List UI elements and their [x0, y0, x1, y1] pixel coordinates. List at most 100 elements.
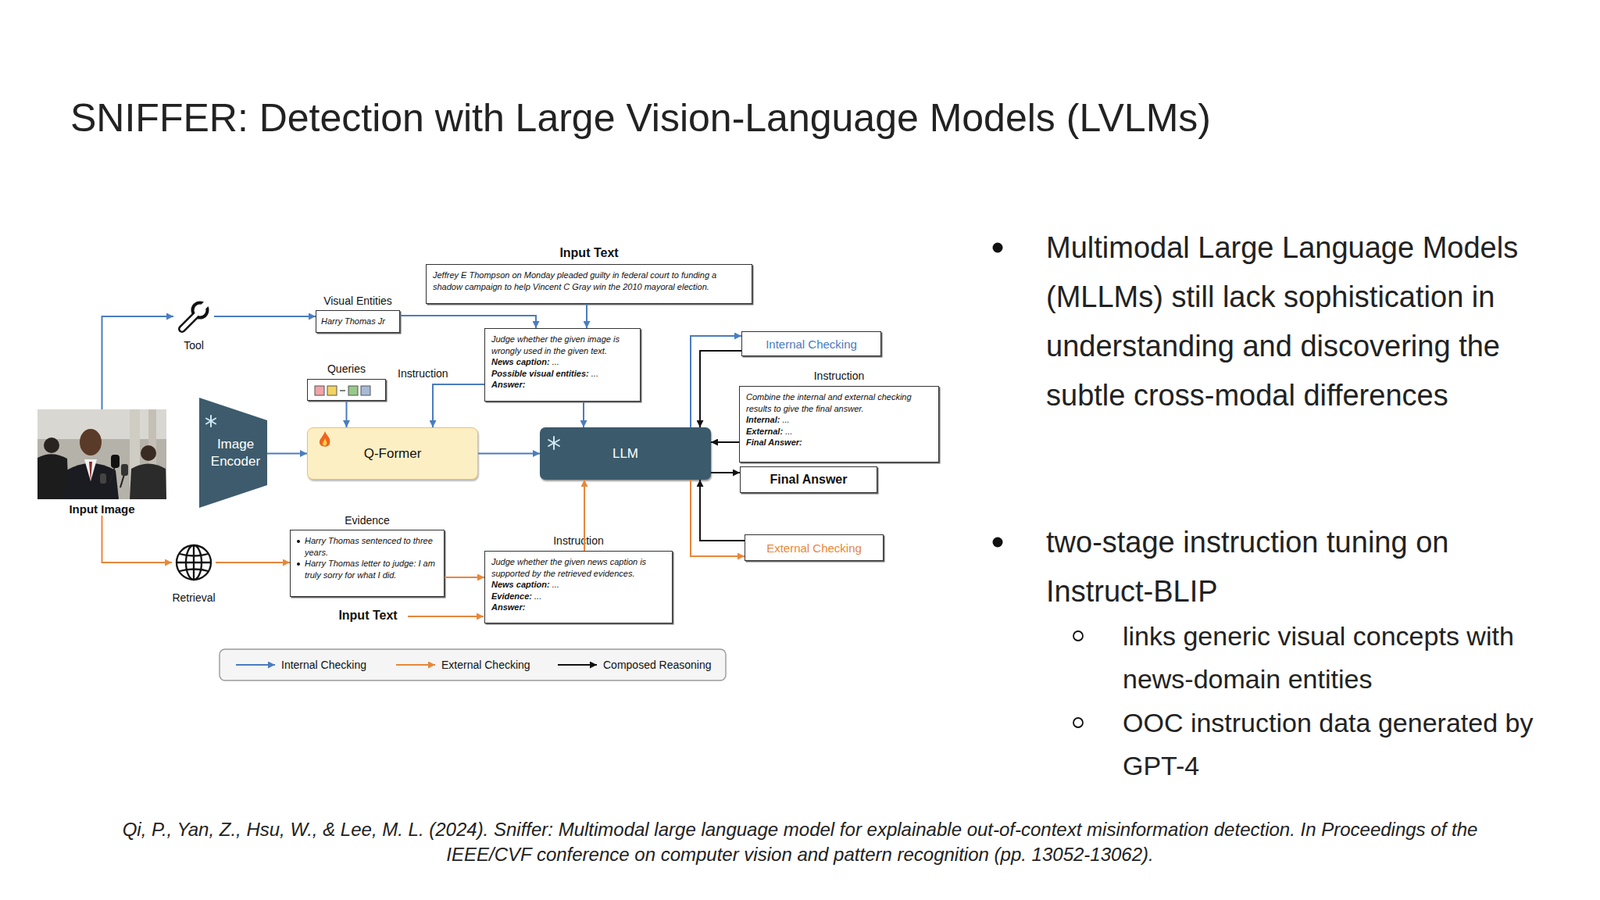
instruction-field: External: ... [739, 425, 939, 438]
flow-arrow [585, 303, 588, 329]
flow-arrow [583, 479, 586, 551]
flow-arrow [102, 515, 173, 563]
box-label: Image Encoder [203, 435, 265, 471]
field-name: Possible visual entities: [491, 368, 590, 379]
legend-sample-line [235, 664, 275, 666]
flow-arrow [215, 561, 290, 564]
flow-arrow [710, 471, 740, 474]
instruction-field: Possible visual entities: ... [485, 367, 640, 380]
instruction-field: News caption: ... [485, 578, 672, 591]
instruction-text: Judge whether the given image is wrongly… [485, 328, 640, 357]
box-heading: Instruction [438, 534, 719, 547]
legend-sample-line [396, 664, 436, 666]
input-image: Input Image [37, 409, 167, 516]
flow-arrow [432, 384, 485, 428]
box-label: Q-Former [364, 446, 422, 462]
entity-text: Harry Thomas Jr [316, 310, 400, 333]
node-label: Tool [150, 339, 238, 352]
bullet-dot [992, 537, 1004, 548]
flow-arrow [267, 453, 308, 455]
flow-arrow [214, 315, 316, 318]
retrieval-node: Retrieval [171, 540, 216, 606]
instruction-text: Combine the internal and external checki… [739, 386, 939, 415]
caption-text: Jeffrey E Thompson on Monday pleaded gui… [426, 264, 752, 297]
input-label: Input Text [328, 608, 408, 623]
flow-arrow [102, 316, 175, 410]
sub-bullet-circle [1073, 631, 1083, 641]
output-box: Final Answer [739, 466, 878, 493]
box-heading: Visual Entities [269, 294, 447, 308]
entity-box: Visual EntitiesHarry Thomas Jr [315, 310, 400, 333]
image-label: Input Image [21, 502, 183, 516]
instruction-field: Internal: ... [739, 414, 939, 426]
encoder-trapezoid: Image Encoder [199, 397, 268, 508]
sub-bullet-text: links generic visual concepts with news-… [1122, 614, 1561, 701]
instruction-box: InstructionJudge whether the given image… [484, 328, 641, 402]
query-box: Queries [307, 378, 386, 401]
box-heading: Input Text [379, 246, 799, 261]
field-name: Final Answer: [746, 437, 803, 447]
field-name: External: [746, 426, 783, 436]
box-label: Internal Checking [765, 337, 858, 351]
legend-text: Internal Checking [281, 658, 367, 672]
bullet-dot [992, 242, 1004, 254]
evidence-item: Harry Thomas sentenced to three years. [290, 530, 444, 558]
box-heading: Evidence [243, 514, 491, 527]
bullet-dot [296, 562, 300, 566]
field-name: Internal: [746, 414, 780, 425]
box-heading: Instruction [692, 369, 986, 383]
instruction-field: Answer: [485, 601, 672, 614]
instruction-field: Answer: [485, 378, 640, 391]
input-arrow [407, 615, 484, 618]
flow-arrow [346, 400, 348, 428]
field-name: Answer: [491, 379, 525, 390]
evidence-box: EvidenceHarry Thomas sentenced to three … [289, 529, 445, 597]
field-name: News caption: [491, 579, 550, 590]
flow-arrow [690, 335, 742, 428]
legend-sample-line [557, 664, 597, 666]
field-name: News caption: [491, 357, 550, 367]
box-label: Final Answer [770, 472, 848, 487]
output-box: External Checking [744, 534, 884, 561]
instruction-box: InstructionCombine the internal and exte… [739, 385, 940, 463]
legend-frame [219, 649, 726, 681]
sub-bullet-text: OOC instruction data generated by GPT-4 [1122, 701, 1561, 788]
node-label: Retrieval [148, 591, 240, 604]
trapezoid-shape [199, 397, 268, 508]
legend-text: Composed Reasoning [603, 658, 712, 672]
flow-arrow [400, 315, 536, 329]
citation: Qi, P., Yan, Z., Hsu, W., & Lee, M. L. (… [81, 817, 1519, 868]
instruction-field: Final Answer: [739, 436, 939, 449]
news-photo [37, 409, 167, 516]
instruction-box: InstructionJudge whether the given news … [484, 550, 673, 624]
query-tokens [307, 379, 387, 402]
box-label: LLM [612, 446, 639, 462]
field-name: Evidence: [491, 591, 533, 601]
instruction-field: Evidence: ... [485, 590, 672, 603]
flow-arrow [582, 401, 585, 428]
instruction-field: News caption: ... [485, 356, 640, 368]
flow-arrow [478, 453, 540, 455]
flow-arrow [700, 350, 742, 428]
bullet-dot [296, 539, 300, 543]
qformer-box: Q-Former [307, 427, 479, 480]
flow-arrow [444, 576, 485, 579]
sub-bullet-circle [1073, 717, 1083, 728]
field-name: Answer: [491, 602, 525, 612]
flow-arrow [710, 441, 740, 443]
box-label: External Checking [766, 541, 862, 555]
input-text-box: Input TextJeffrey E Thompson on Monday p… [425, 264, 753, 304]
slide-title: SNIFFER: Detection with Large Vision-Lan… [70, 95, 1211, 141]
tool-node: Tool [173, 296, 215, 354]
output-box: Internal Checking [741, 331, 882, 357]
bullet-text: Multimodal Large Language Models (MLLMs)… [1046, 223, 1531, 421]
flow-arrow [700, 479, 745, 541]
box-heading: Queries [260, 362, 433, 375]
evidence-item: Harry Thomas letter to judge: I am truly… [290, 557, 444, 581]
llm-box: LLM [539, 427, 711, 480]
bullet-text: two-stage instruction tuning on Instruct… [1046, 517, 1531, 617]
legend-text: External Checking [441, 658, 531, 672]
instruction-text: Judge whether the given news caption is … [485, 551, 672, 579]
flow-arrow [690, 479, 745, 557]
